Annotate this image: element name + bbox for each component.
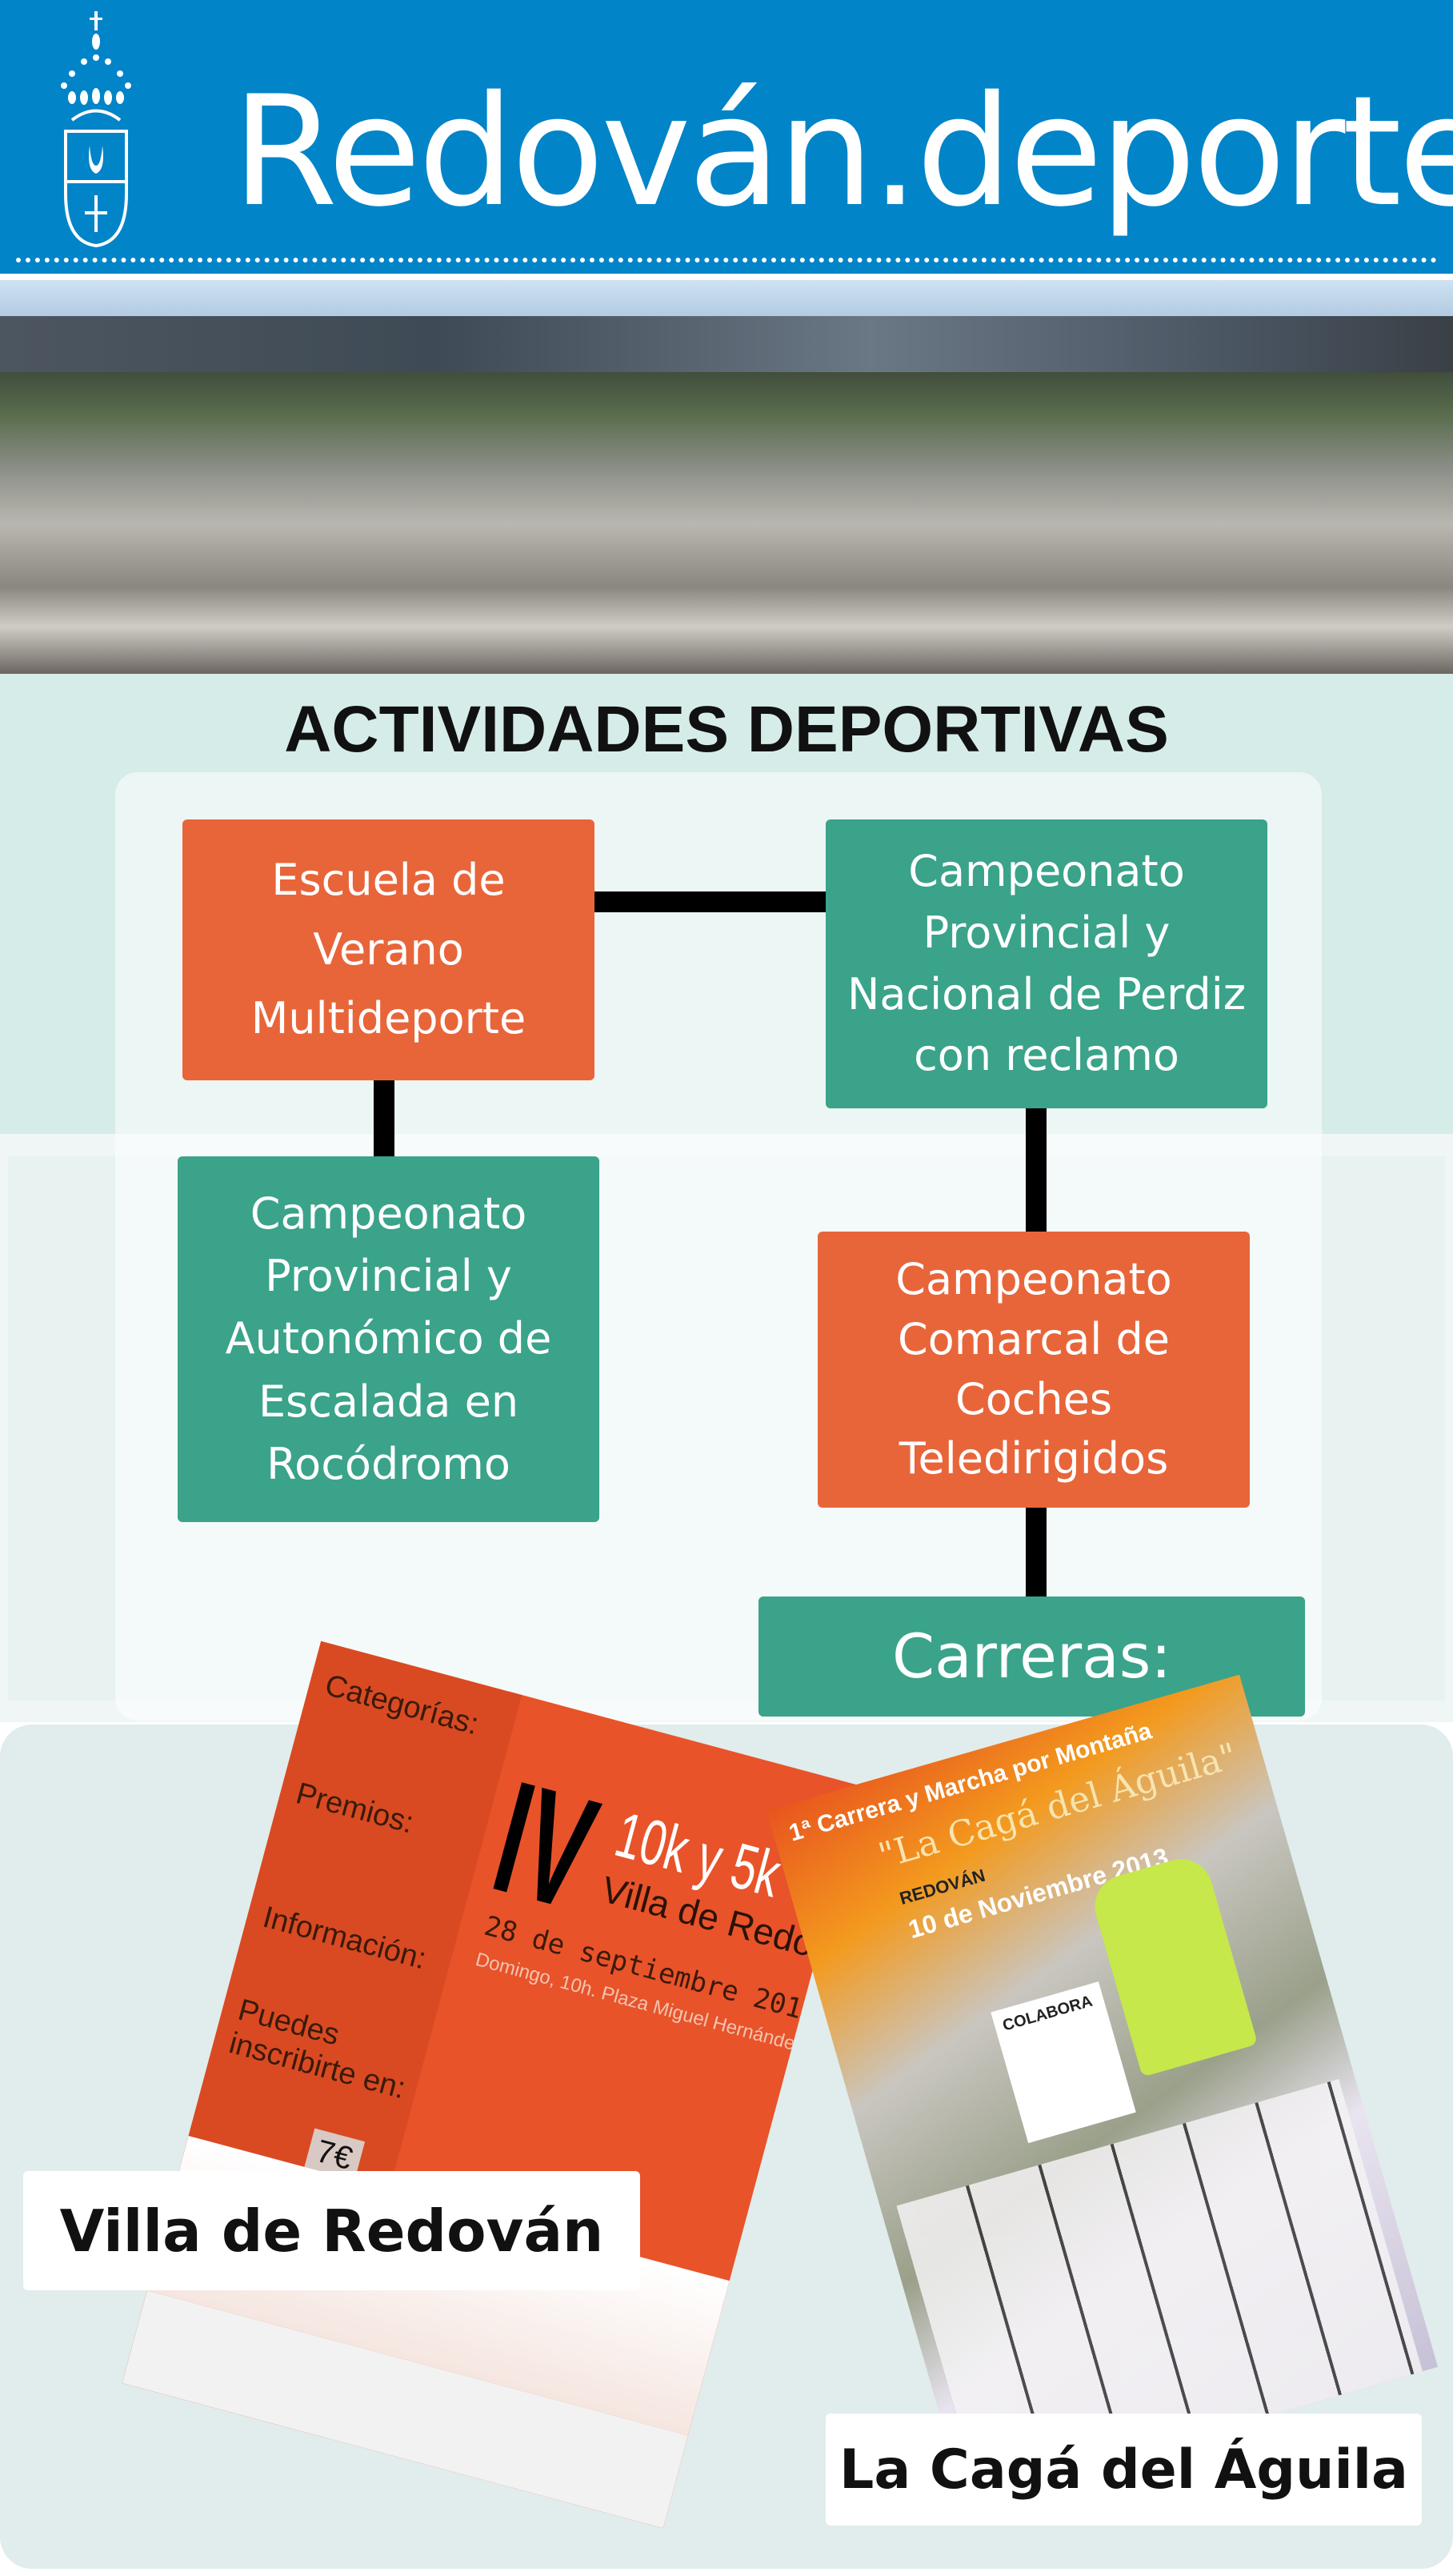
activity-rc-cars-championship[interactable]: Campeonato Comarcal de Coches Teledirigi…	[818, 1232, 1250, 1508]
connector	[1026, 1504, 1047, 1600]
site-title: Redován.deporte	[232, 63, 1453, 240]
activities-title: ACTIVIDADES DEPORTIVAS	[284, 693, 1169, 766]
header-banner	[0, 0, 1453, 274]
villa-de-redovan-label[interactable]: Villa de Redován	[23, 2171, 640, 2290]
activity-climbing-championship[interactable]: Campeonato Provincial y Autonómico de Es…	[178, 1156, 599, 1522]
activity-summer-school[interactable]: Escuela de Verano Multideporte	[182, 819, 594, 1080]
activity-partridge-championship[interactable]: Campeonato Provincial y Nacional de Perd…	[826, 819, 1267, 1108]
connector	[1026, 1104, 1047, 1236]
coat-of-arms-icon	[61, 11, 131, 248]
connector	[592, 891, 828, 912]
connector	[374, 1076, 394, 1160]
header-divider	[16, 258, 1437, 262]
mountain-ridge	[0, 316, 1453, 372]
la-caga-del-aguila-label[interactable]: La Cagá del Águila	[826, 2414, 1422, 2526]
